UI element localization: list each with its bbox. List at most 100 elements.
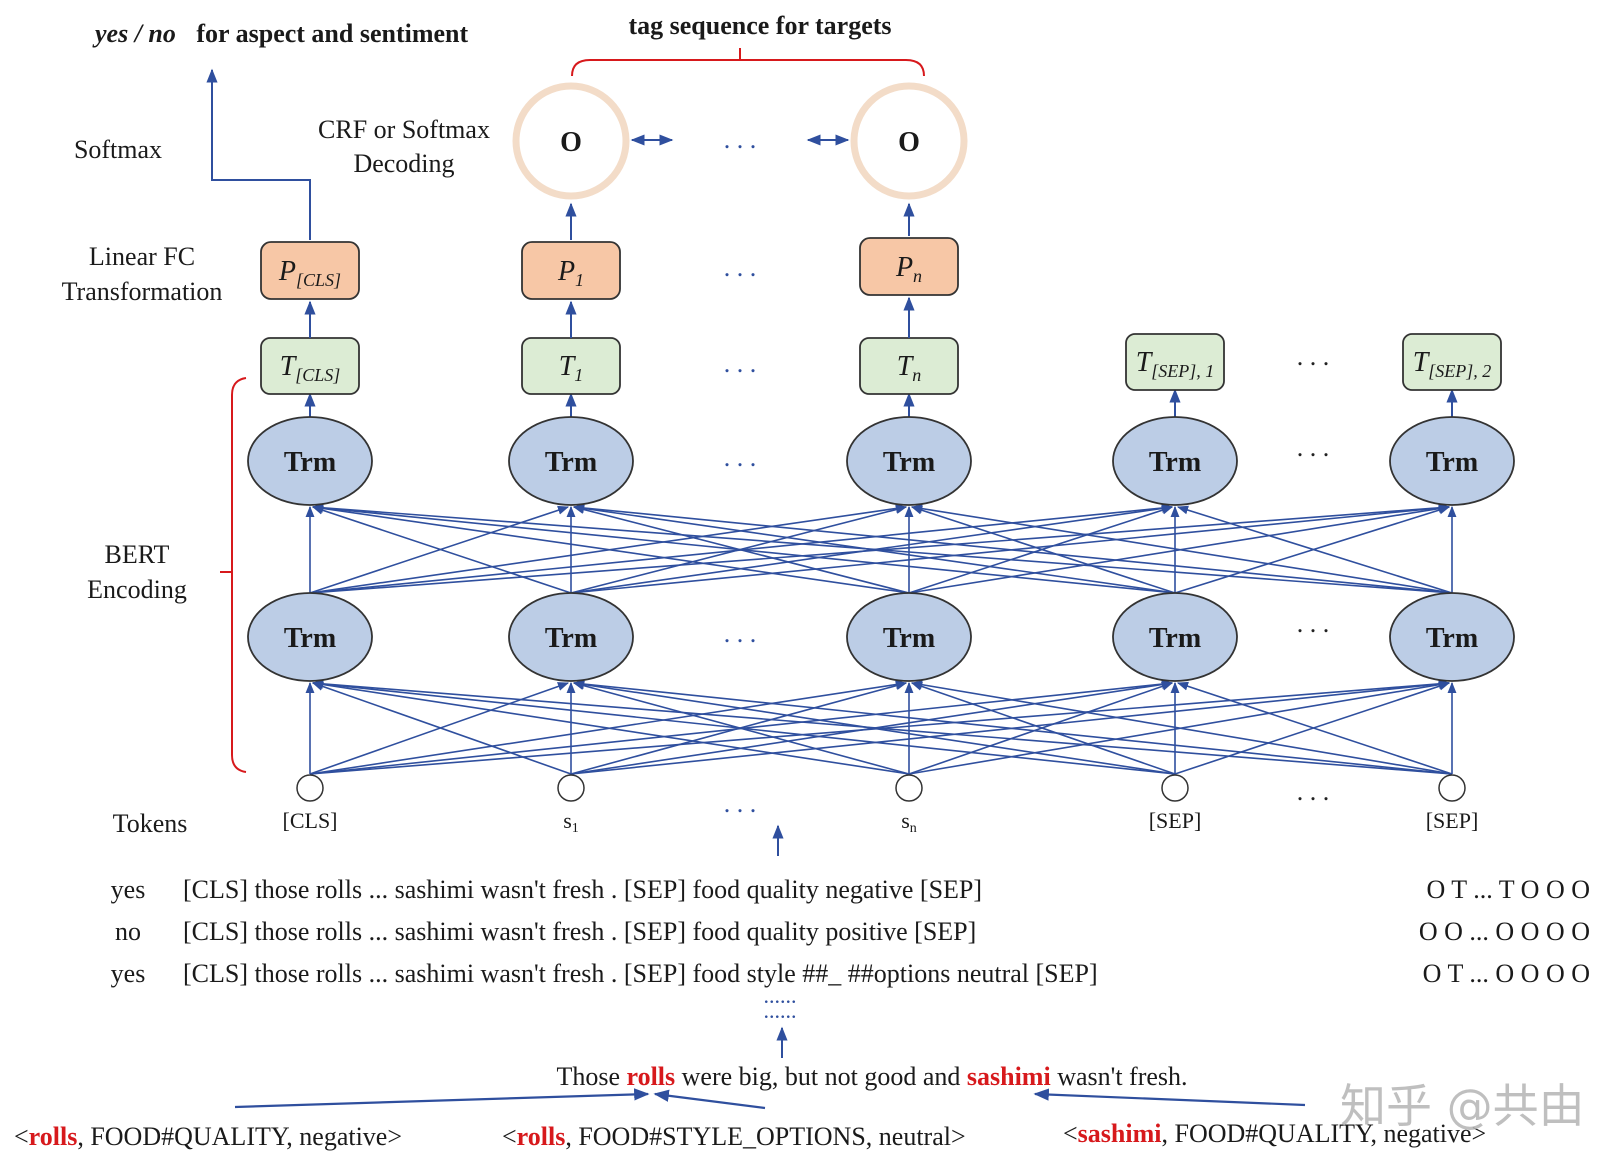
ellipsis: . . . (724, 443, 757, 472)
tuple-target: sashimi (1078, 1119, 1162, 1148)
svg-text:T[SEP], 1: T[SEP], 1 (1136, 347, 1215, 381)
token-to-trm-link (311, 679, 1453, 775)
trm-to-trm-link (311, 503, 1453, 594)
trm-top-4: Trm (1389, 416, 1515, 506)
token-node-0: [CLS] (283, 774, 338, 833)
t-box-sub: n (912, 365, 921, 385)
softmax-arrow (206, 68, 311, 240)
p-box-sub: n (913, 266, 922, 286)
trm-top-3: Trm (1112, 416, 1238, 506)
p-box-main: P (895, 252, 913, 283)
token-label: [SEP] (1149, 808, 1202, 833)
cls-output-title: yes / no for aspect and sentiment (92, 19, 469, 48)
ellipsis: . . . (1297, 777, 1330, 806)
example-row: yes[CLS] those rolls ... sashimi wasn't … (111, 959, 1590, 988)
trm-label: Trm (1426, 623, 1478, 654)
trm-bottom-1: Trm (508, 592, 634, 682)
trm-top-1: Trm (508, 416, 634, 506)
ellipsis: . . . (724, 619, 757, 648)
svg-text:s1: s1 (563, 808, 579, 836)
trm-bottom-0: Trm (247, 592, 373, 682)
token-node-2: sn (895, 774, 923, 836)
trm-label: Trm (1149, 623, 1201, 654)
token-to-trm-link (1174, 681, 1451, 775)
t-box-2: Tn (859, 337, 959, 395)
trm-top-0: Trm (247, 416, 373, 506)
svg-text:[SEP]: [SEP] (1149, 808, 1202, 833)
tag-sequence-title: tag sequence for targets (628, 11, 891, 40)
example-label: no (115, 917, 141, 946)
p-box-main: P (278, 256, 296, 287)
example-tags: O T ... T O O O (1427, 875, 1591, 904)
tuple-2: <rolls, FOOD#STYLE_OPTIONS, neutral> (502, 1122, 966, 1151)
p-box-sub: [CLS] (296, 270, 341, 290)
arrow-tuple3-to-sashimi (1033, 1088, 1306, 1107)
tuple-1: <rolls, FOOD#QUALITY, negative> (14, 1122, 402, 1151)
trm-label: Trm (883, 447, 935, 478)
trm-to-trm-link (311, 505, 572, 594)
output-tag-text: O (898, 127, 920, 158)
output-tag-node-n: O (850, 82, 968, 200)
tuple-target: rolls (517, 1122, 566, 1151)
trm-label: Trm (545, 623, 597, 654)
example-text: [CLS] those rolls ... sashimi wasn't fre… (183, 875, 982, 904)
arrow-tuple1-to-rolls (234, 1088, 650, 1109)
token-to-trm-link (1176, 681, 1453, 775)
bert-label-line1: BERT (105, 540, 170, 569)
token-label: [CLS] (283, 808, 338, 833)
t-box-main: T (559, 351, 577, 382)
t-box-main: T (1413, 347, 1431, 378)
svg-text:P1: P1 (557, 256, 584, 290)
trm-to-trm-link (311, 503, 1176, 594)
example-row: no [CLS] those rolls ... sashimi wasn't f… (115, 917, 1590, 946)
ellipsis: . . . (1297, 433, 1330, 462)
token-to-trm-link (572, 679, 1453, 775)
trm-bottom-4: Trm (1389, 592, 1515, 682)
svg-text:P[CLS]: P[CLS] (278, 256, 341, 290)
t-box-main: T (1136, 347, 1154, 378)
trm-label: Trm (284, 447, 336, 478)
example-text: [CLS] those rolls ... sashimi wasn't fre… (183, 917, 976, 946)
t-box-sub: 1 (574, 365, 583, 385)
svg-text:T[SEP], 2: T[SEP], 2 (1413, 347, 1492, 381)
sentence-target-sashimi: sashimi (967, 1062, 1051, 1091)
trm-bottom-3: Trm (1112, 592, 1238, 682)
softmax-label: Softmax (74, 135, 162, 164)
review-sentence: Those rolls were big, but not good and s… (556, 1062, 1187, 1091)
t-box-3: T[SEP], 1 (1125, 333, 1225, 391)
p-box-sub: 1 (575, 270, 584, 290)
vertical-dots-2: ...... (764, 998, 797, 1023)
trm-to-trm-link (572, 503, 1453, 594)
trm-to-trm-link (910, 504, 1453, 594)
example-row: yes[CLS] those rolls ... sashimi wasn't … (111, 875, 1590, 904)
trm-bottom-2: Trm (846, 592, 972, 682)
tokens-label: Tokens (113, 809, 188, 838)
trm-label: Trm (284, 623, 336, 654)
svg-text:T[CLS]: T[CLS] (280, 351, 341, 385)
output-tag-node-1: O (512, 82, 630, 200)
vertical-dots-1: ...... (764, 983, 797, 1008)
ellipsis: . . . (1297, 342, 1330, 371)
token-label: s (901, 808, 910, 833)
arrow-tuple2-to-rolls (653, 1089, 766, 1110)
svg-text:[CLS]: [CLS] (283, 808, 338, 833)
token-node-1: s1 (557, 774, 585, 836)
bert-brace (220, 377, 247, 773)
trm-label: Trm (545, 447, 597, 478)
trm-label: Trm (1149, 447, 1201, 478)
ellipsis: . . . (724, 349, 757, 378)
token-node-3: [SEP] (1149, 774, 1202, 833)
ellipsis-p: . . . (724, 253, 757, 282)
token-label: [SEP] (1426, 808, 1479, 833)
trm-label: Trm (1426, 447, 1478, 478)
token-to-trm-link (311, 682, 572, 775)
token-to-trm-link (910, 682, 1176, 775)
svg-text:Tn: Tn (897, 351, 922, 385)
t-box-4: T[SEP], 2 (1402, 333, 1502, 391)
sentence-target-rolls: rolls (627, 1062, 676, 1091)
token-label: s (563, 808, 572, 833)
trm-to-trm-link (1176, 505, 1453, 594)
tuple-3: <sashimi, FOOD#QUALITY, negative> (1063, 1119, 1486, 1148)
ellipsis: . . . (724, 789, 757, 818)
token-to-trm-link (309, 682, 570, 775)
